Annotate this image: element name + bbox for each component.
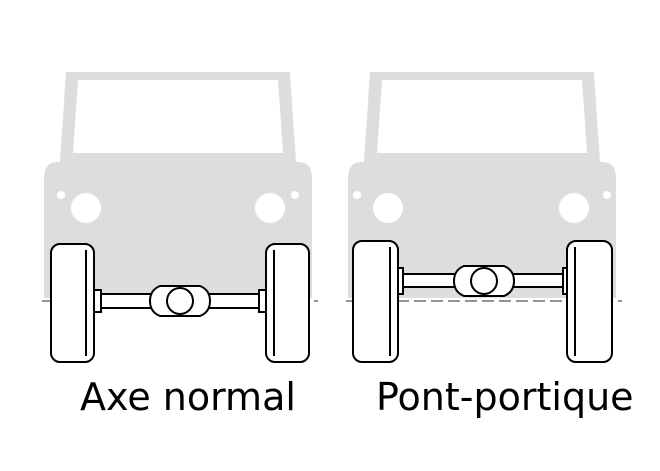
body-panel-normal — [44, 162, 312, 298]
tire-left-portal — [352, 240, 399, 363]
windshield-frame-portal — [364, 72, 600, 162]
mirror-light-left-portal — [353, 191, 361, 199]
headlight-right-portal — [559, 193, 589, 223]
caption-portal-axle: Pont-portique — [376, 375, 634, 419]
windshield-frame-normal — [60, 72, 296, 162]
axle-beam-normal — [92, 285, 268, 317]
mirror-light-right-normal — [291, 191, 299, 199]
tire-right-normal — [265, 243, 310, 363]
vehicle-portal-axle — [346, 72, 622, 363]
body-panel-portal — [348, 162, 616, 298]
caption-normal-axle: Axe normal — [80, 375, 296, 419]
vehicle-normal-axle — [42, 72, 318, 363]
differential-cover-portal — [470, 267, 498, 295]
wheel-left-normal — [50, 243, 95, 363]
wheel-right-normal — [265, 243, 310, 363]
wheel-left-portal — [352, 240, 399, 363]
wheel-right-portal — [566, 240, 613, 363]
mirror-light-left-normal — [57, 191, 65, 199]
tire-right-portal — [566, 240, 613, 363]
vehicle-body-portal — [348, 72, 616, 298]
headlight-left-portal — [373, 193, 403, 223]
vehicle-body-normal — [44, 72, 312, 298]
mirror-light-right-portal — [603, 191, 611, 199]
headlight-left-normal — [71, 193, 101, 223]
headlight-right-normal — [255, 193, 285, 223]
tire-left-normal — [50, 243, 95, 363]
differential-cover-normal — [166, 287, 194, 315]
